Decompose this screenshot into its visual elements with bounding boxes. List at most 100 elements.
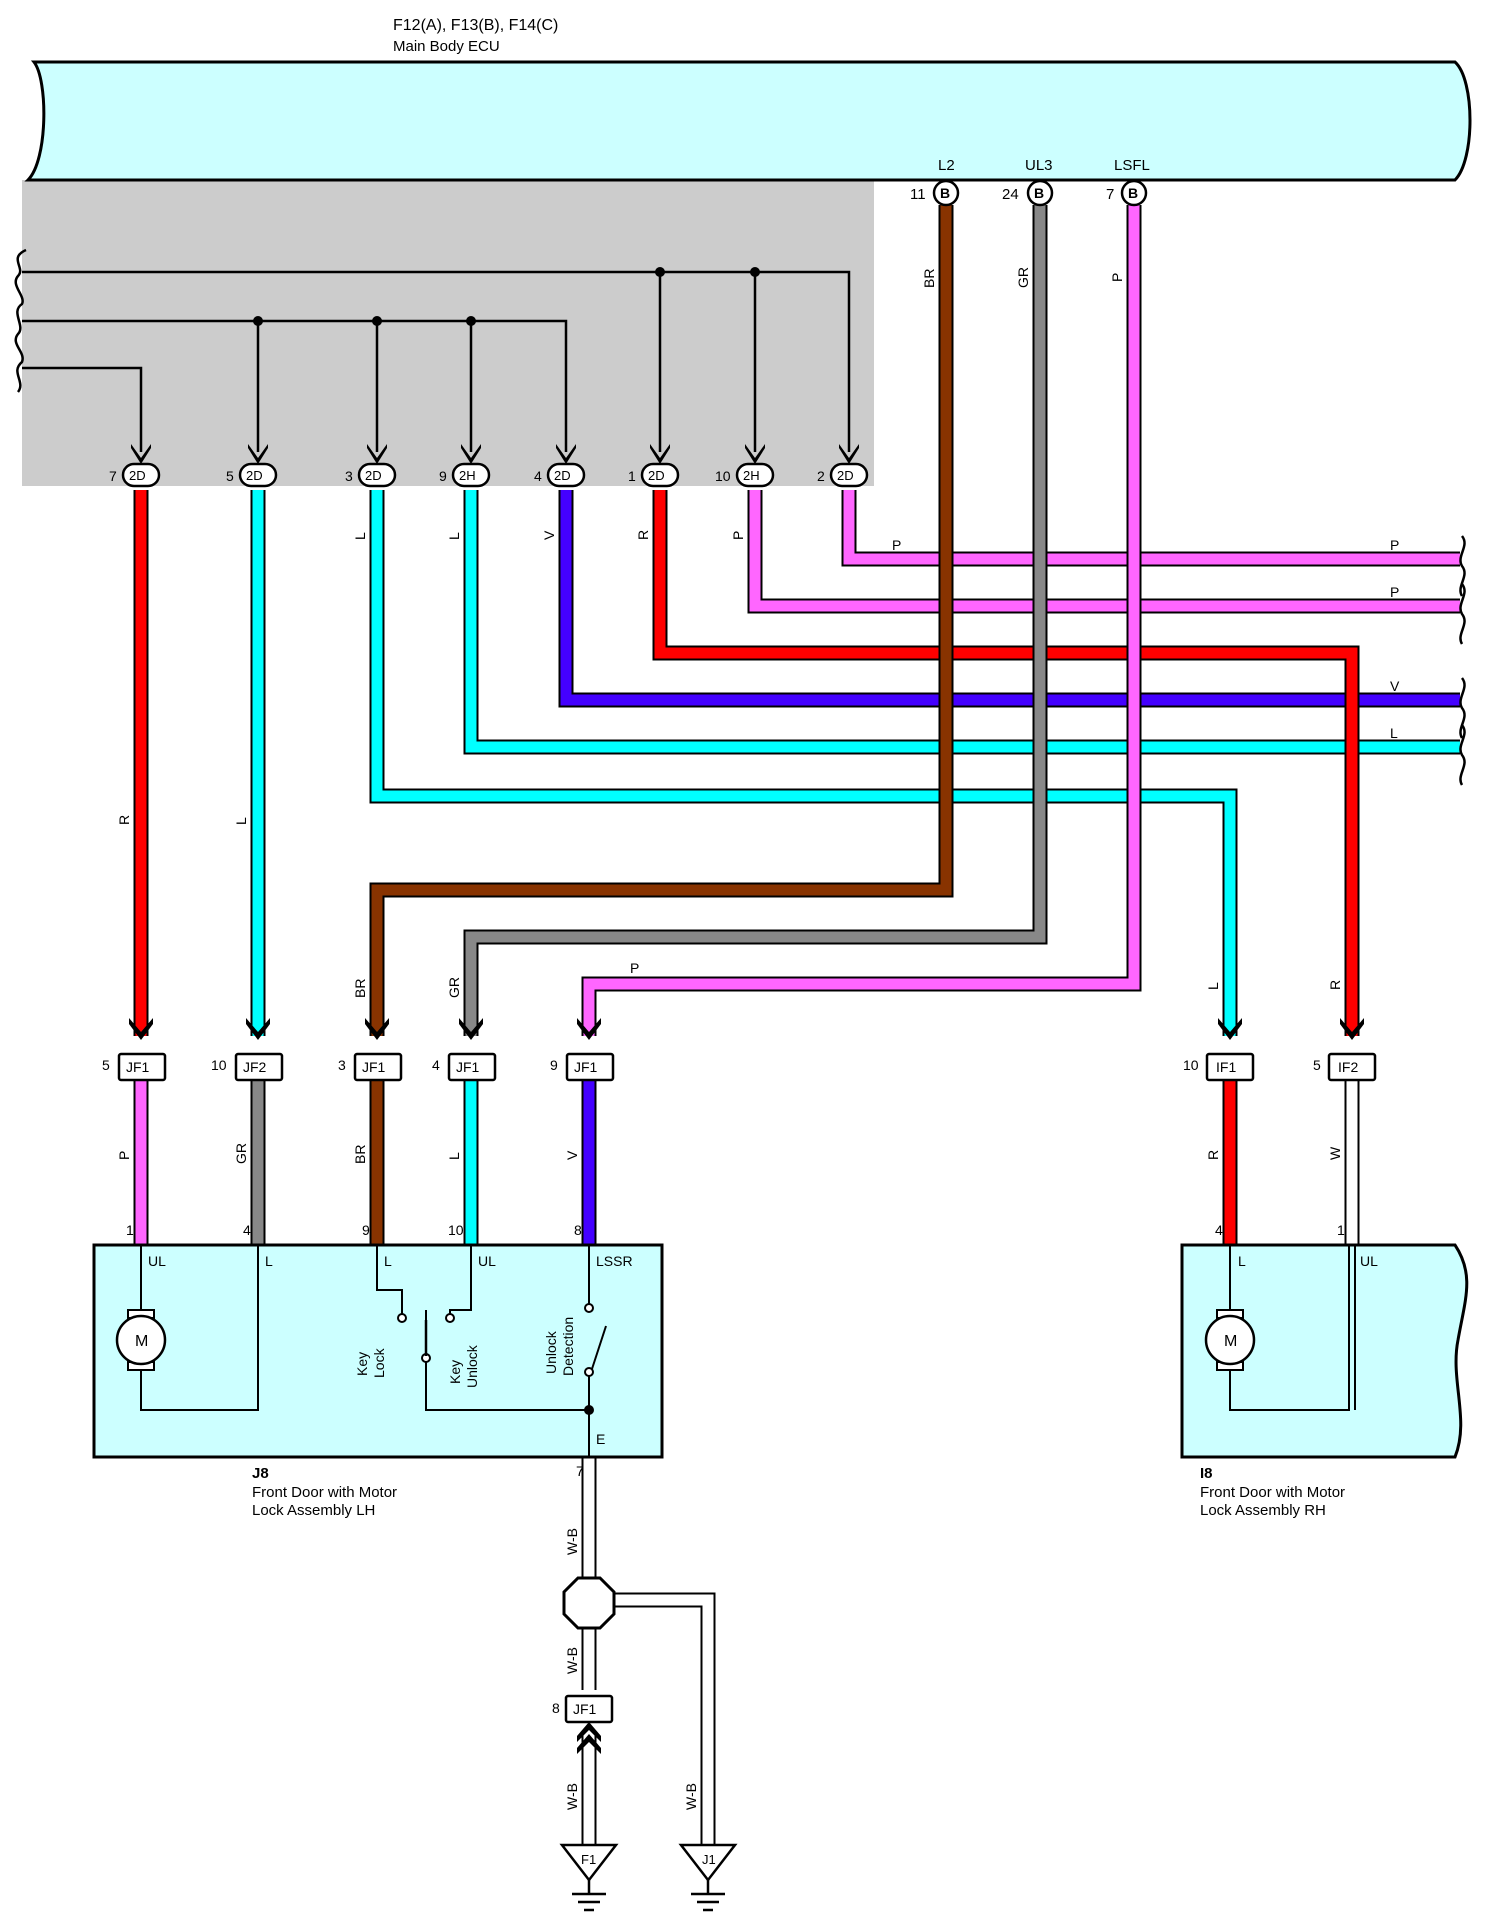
jc-2-2d: 2 2D <box>817 462 869 488</box>
svg-text:2: 2 <box>817 468 825 484</box>
svg-text:W-B: W-B <box>564 1528 580 1555</box>
svg-text:2D: 2D <box>837 468 854 483</box>
svg-text:B: B <box>1128 185 1138 201</box>
rh-device-name-1: Front Door with Motor <box>1200 1484 1345 1501</box>
svg-text:UL3: UL3 <box>1025 157 1053 174</box>
ecu-body <box>24 60 1472 182</box>
svg-text:2D: 2D <box>554 468 571 483</box>
svg-text:V: V <box>564 1150 580 1160</box>
ecu-terminal-lsfl: LSFL 7 B <box>1106 157 1150 207</box>
ecu-internal-wiring <box>14 248 851 452</box>
conn-jf1-5: 5 JF1 <box>102 1052 167 1082</box>
svg-text:2H: 2H <box>743 468 760 483</box>
svg-text:Unlock: Unlock <box>464 1344 480 1388</box>
svg-text:10: 10 <box>448 1222 464 1238</box>
jc-4-2d: 4 2D <box>534 462 586 488</box>
right-exit-breaks <box>1459 535 1466 786</box>
svg-text:W-B: W-B <box>564 1783 580 1810</box>
svg-text:V: V <box>541 530 557 540</box>
jc-1-2d: 1 2D <box>628 462 680 488</box>
svg-text:10: 10 <box>715 468 731 484</box>
svg-text:Key: Key <box>447 1360 463 1384</box>
svg-text:2D: 2D <box>365 468 382 483</box>
wire-exit-p1 <box>841 490 1460 567</box>
svg-text:2D: 2D <box>648 468 665 483</box>
svg-text:4: 4 <box>534 468 542 484</box>
svg-text:W-B: W-B <box>683 1783 699 1810</box>
svg-text:JF1: JF1 <box>126 1059 150 1075</box>
lh-device-name-2: Lock Assembly LH <box>252 1502 375 1519</box>
svg-text:10: 10 <box>211 1057 227 1073</box>
ecu-terminal-l2: L2 11 B <box>910 157 960 207</box>
ground-path: W-B W-B W-B W-B 8 JF1 F1 J1 <box>552 1528 738 1912</box>
svg-text:Detection: Detection <box>560 1317 576 1376</box>
wire-br-l2 <box>369 205 954 1036</box>
rh-device-name-2: Lock Assembly RH <box>1200 1502 1326 1519</box>
wire-l-to-if1 <box>369 490 1238 1036</box>
svg-text:8: 8 <box>552 1700 560 1716</box>
wire-labels-upper: R L L L V R P BR GR P BR GR P L R <box>116 267 1343 998</box>
ecu-junction-dots <box>253 267 760 326</box>
svg-text:M: M <box>1224 1333 1237 1350</box>
exit-label-v: V <box>1390 678 1400 694</box>
svg-text:Key: Key <box>354 1352 370 1376</box>
svg-text:4: 4 <box>1215 1222 1223 1238</box>
rh-motor-icon <box>1204 1314 1256 1366</box>
wires <box>133 205 1460 1845</box>
svg-text:1: 1 <box>628 468 636 484</box>
svg-text:GR: GR <box>1015 267 1031 288</box>
svg-text:JF2: JF2 <box>243 1059 267 1075</box>
ecu-title: F12(A), F13(B), F14(C) <box>393 17 558 34</box>
svg-text:4: 4 <box>432 1057 440 1073</box>
svg-text:1: 1 <box>126 1222 134 1238</box>
svg-text:24: 24 <box>1002 186 1019 203</box>
svg-text:BR: BR <box>921 269 937 288</box>
svg-text:F1: F1 <box>581 1852 596 1867</box>
svg-text:L: L <box>265 1253 273 1269</box>
svg-text:B: B <box>1034 185 1044 201</box>
splice-octagon <box>562 1576 616 1630</box>
svg-text:P: P <box>630 960 639 976</box>
rh-device: M L UL <box>1180 1243 1469 1459</box>
svg-text:IF1: IF1 <box>1216 1059 1236 1075</box>
svg-text:5: 5 <box>1313 1057 1321 1073</box>
svg-text:Unlock: Unlock <box>543 1330 559 1374</box>
svg-text:L: L <box>446 1152 462 1160</box>
svg-text:L: L <box>1205 982 1221 990</box>
svg-text:P: P <box>1109 273 1125 282</box>
svg-text:R: R <box>1205 1150 1221 1160</box>
wire-labels-lower: P GR BR L V R W <box>116 1143 1343 1164</box>
lh-device: M UL L L UL LSSR E Key Lock Key Unlock U… <box>92 1243 664 1479</box>
svg-text:R: R <box>1327 980 1343 990</box>
svg-text:P: P <box>116 1151 132 1160</box>
svg-text:L: L <box>233 817 249 825</box>
svg-text:LSFL: LSFL <box>1114 157 1150 174</box>
svg-text:5: 5 <box>102 1057 110 1073</box>
exit-label-p1: P <box>1390 537 1399 553</box>
svg-text:JF1: JF1 <box>362 1059 386 1075</box>
svg-text:LSSR: LSSR <box>596 1253 633 1269</box>
svg-text:4: 4 <box>243 1222 251 1238</box>
ecu-internal-area <box>22 180 874 486</box>
svg-text:L: L <box>1238 1253 1246 1269</box>
wire-gr-ul3 <box>463 205 1048 1036</box>
device-pin-numbers: 1 4 9 10 8 4 1 <box>126 1222 1345 1238</box>
ground-f1-icon <box>559 1843 619 1883</box>
wire-r-to-if2 <box>652 490 1360 1036</box>
rh-device-id: I8 <box>1200 1465 1213 1482</box>
wire-exit-p2 <box>747 490 1460 614</box>
svg-text:E: E <box>596 1431 605 1447</box>
ecu-name: Main Body ECU <box>393 38 500 55</box>
svg-text:W-B: W-B <box>564 1647 580 1674</box>
svg-text:UL: UL <box>148 1253 166 1269</box>
lh-device-name-1: Front Door with Motor <box>252 1484 397 1501</box>
svg-text:9: 9 <box>439 468 447 484</box>
svg-text:7: 7 <box>1106 186 1114 203</box>
svg-text:2D: 2D <box>246 468 263 483</box>
